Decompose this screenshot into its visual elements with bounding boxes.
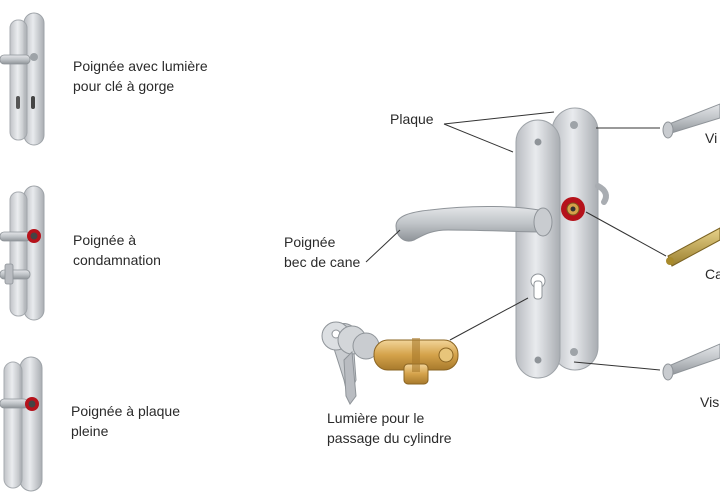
leader-plaque-rear	[443, 111, 555, 125]
callout-plaque: Plaque	[390, 111, 434, 127]
variant-3-label-line2: pleine	[71, 423, 109, 439]
callout-lumiere: Lumière pour le passage du cylindre	[327, 408, 452, 448]
variant-3-illustration	[0, 356, 43, 492]
callout-lumiere-line1: Lumière pour le	[327, 410, 425, 426]
variant-3-label-line1: Poignée à plaque	[71, 403, 180, 419]
callout-carre: Ca	[705, 266, 720, 282]
variant-1-label: Poignée avec lumière pour clé à gorge	[73, 56, 208, 96]
leader-carre	[585, 211, 667, 257]
variant-2-label: Poignée à condamnation	[73, 230, 161, 270]
main-handle-illustration	[395, 107, 609, 379]
bottom-screw-illustration	[662, 343, 720, 381]
square-spindle-illustration	[666, 227, 720, 267]
leader-plaque-front	[443, 123, 514, 153]
variant-2-label-line2: condamnation	[73, 252, 161, 268]
leader-poignee	[365, 229, 401, 263]
cylinder-and-keys-illustration	[321, 321, 459, 405]
callout-poignee-line1: Poignée	[284, 234, 336, 250]
callout-vis-top: Vi	[705, 130, 718, 146]
variant-2-illustration	[0, 185, 45, 321]
variant-1-label-line2: pour clé à gorge	[73, 78, 175, 94]
variant-1-label-line1: Poignée avec lumière	[73, 58, 208, 74]
callout-lumiere-line2: passage du cylindre	[327, 430, 452, 446]
variant-2-label-line1: Poignée à	[73, 232, 137, 248]
callout-poignee-line2: bec de cane	[284, 254, 361, 270]
callout-vis-bottom: Vis	[700, 394, 720, 410]
variant-3-label: Poignée à plaque pleine	[71, 401, 180, 441]
callout-poignee: Poignée bec de cane	[284, 232, 360, 272]
top-screw-illustration	[662, 103, 720, 139]
variant-1-illustration	[0, 12, 45, 146]
leader-lumiere	[449, 297, 529, 341]
leader-vis-bottom	[573, 361, 661, 371]
